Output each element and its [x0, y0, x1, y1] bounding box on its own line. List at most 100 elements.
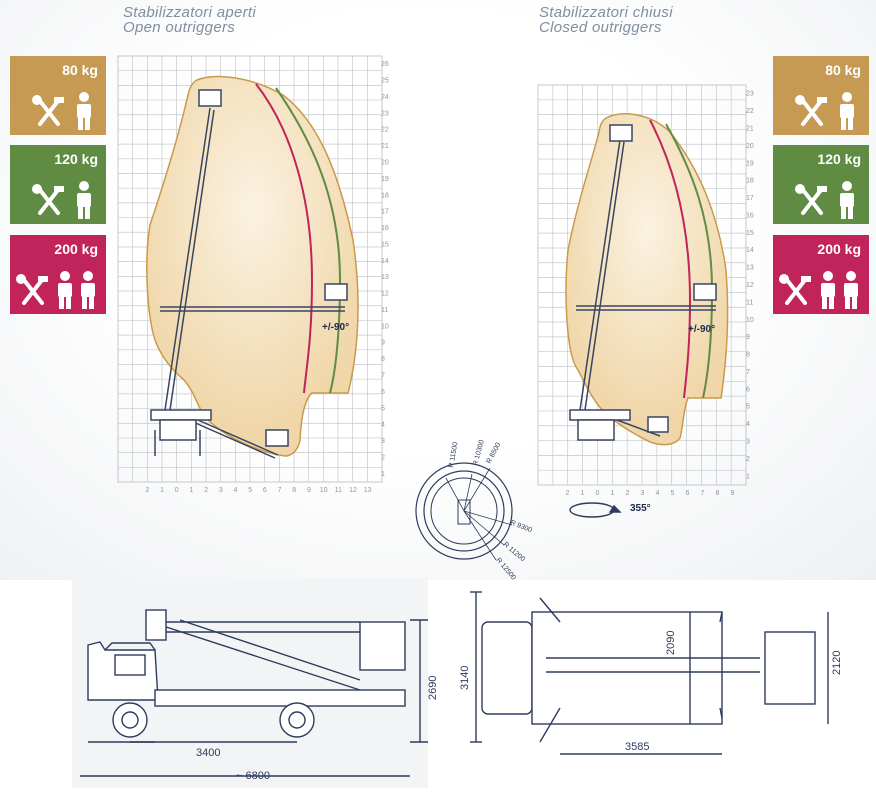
y-tick-label: 19	[381, 176, 389, 183]
badge-load: 200 kg	[54, 241, 98, 257]
x-tick-label: 1	[160, 487, 164, 494]
x-tick-label: 2	[204, 487, 208, 494]
x-tick-label: 7	[278, 487, 282, 494]
y-tick-label: 3	[746, 439, 750, 446]
y-tick-label: 20	[381, 160, 389, 167]
badge-80kg-right: 80 kg	[773, 56, 869, 135]
y-tick-label: 5	[746, 404, 750, 411]
x-tick-label: 13	[364, 487, 372, 494]
x-tick-label: 2	[566, 490, 570, 497]
y-tick-label: 12	[746, 282, 754, 289]
x-tick-label: 3	[641, 490, 645, 497]
y-tick-label: 2	[381, 454, 385, 461]
y-tick-label: 12	[381, 291, 389, 298]
y-tick-label: 25	[381, 78, 389, 85]
x-tick-label: 4	[656, 490, 660, 497]
wheelbase-dimension: 3400	[196, 747, 220, 759]
y-tick-label: 13	[746, 265, 754, 272]
y-tick-label: 17	[381, 209, 389, 216]
truck-top-view: 3140 2090 2120 3585	[459, 591, 843, 755]
wrench-hammer-icon	[32, 184, 64, 215]
y-tick-label: 11	[381, 307, 388, 314]
y-tick-label: 23	[746, 91, 754, 98]
y-tick-label: 15	[746, 230, 754, 237]
radius-label: R 11500	[448, 441, 459, 468]
x-tick-label: 6	[686, 490, 690, 497]
x-tick-label: 5	[671, 490, 675, 497]
y-tick-label: 14	[746, 247, 754, 254]
y-tick-label: 18	[381, 192, 389, 199]
y-tick-label: 18	[746, 178, 754, 185]
x-tick-label: 1	[189, 487, 193, 494]
y-tick-label: 22	[381, 127, 389, 134]
y-tick-label: 9	[381, 340, 385, 347]
x-tick-label: 7	[701, 490, 705, 497]
y-tick-label: 20	[746, 143, 754, 150]
badge-80kg-left: 80 kg	[10, 56, 106, 135]
turret-rotation-label: 355°	[630, 503, 651, 514]
radius-label: R 11200	[502, 541, 526, 563]
y-tick-label: 24	[381, 94, 389, 101]
x-tick-label: 10	[320, 487, 328, 494]
y-tick-label: 23	[381, 110, 389, 117]
worker-icon	[840, 92, 854, 130]
wrench-hammer-icon	[32, 95, 64, 126]
y-tick-label: 4	[746, 421, 750, 428]
right-curve-200kg	[649, 119, 692, 399]
x-tick-label: 3	[219, 487, 223, 494]
title-closed-it: Stabilizzatori chiusi	[539, 4, 673, 21]
left-curve-120kg	[275, 87, 342, 394]
badge-load: 120 kg	[817, 151, 861, 167]
x-tick-label: 0	[596, 490, 600, 497]
radius-diagram	[415, 462, 513, 561]
worker-icon	[840, 181, 854, 219]
badge-load: 120 kg	[54, 151, 98, 167]
truck-side-view: 3400 ~ 6800 2690	[72, 578, 439, 788]
y-tick-label: 17	[746, 195, 754, 202]
title-open-outriggers: Stabilizzatori aperti Open outriggers	[123, 5, 256, 35]
x-tick-label: 0	[175, 487, 179, 494]
left-working-envelope-chart: 1234567891011121314151617181920212223242…	[117, 55, 389, 494]
worker-icon	[77, 92, 91, 130]
badge-200kg-right: 200 kg	[773, 235, 869, 314]
y-tick-label: 16	[746, 212, 754, 219]
radius-label: R 8500	[486, 442, 503, 465]
x-tick-label: 11	[335, 487, 342, 494]
badge-200kg-left: 200 kg	[10, 235, 106, 314]
radius-label: R 9300	[509, 519, 533, 534]
x-tick-label: 6	[263, 487, 267, 494]
y-tick-label: 22	[746, 108, 754, 115]
y-tick-label: 13	[381, 274, 389, 281]
background	[0, 0, 876, 580]
width-b-dimension: 2120	[831, 651, 843, 675]
badge-load: 80 kg	[825, 62, 861, 78]
y-tick-label: 10	[381, 323, 389, 330]
x-tick-label: 1	[581, 490, 585, 497]
width-a-dimension: 2090	[665, 631, 677, 655]
wrench-hammer-icon	[779, 274, 811, 305]
left-curve-200kg	[255, 83, 314, 394]
y-tick-label: 6	[746, 386, 750, 393]
badge-load: 80 kg	[62, 62, 98, 78]
y-tick-label: 2	[746, 456, 750, 463]
x-tick-label: 9	[731, 490, 735, 497]
title-open-it: Stabilizzatori aperti	[123, 4, 257, 21]
y-tick-label: 3	[381, 438, 385, 445]
y-tick-label: 16	[381, 225, 389, 232]
turret-rotation-icon	[569, 502, 622, 518]
badge-120kg-left: 120 kg	[10, 145, 106, 224]
title-closed-en: Closed outriggers	[539, 19, 662, 36]
y-tick-label: 19	[746, 160, 754, 167]
y-tick-label: 11	[746, 299, 753, 306]
y-tick-label: 1	[381, 471, 385, 478]
x-tick-label: 1	[611, 490, 615, 497]
x-tick-label: 5	[248, 487, 252, 494]
radius-label: R 12500	[494, 557, 516, 582]
height-dimension: 2690	[427, 676, 439, 700]
length-dimension: ~ 6800	[236, 770, 270, 782]
y-tick-label: 6	[381, 389, 385, 396]
y-tick-label: 7	[381, 373, 385, 380]
